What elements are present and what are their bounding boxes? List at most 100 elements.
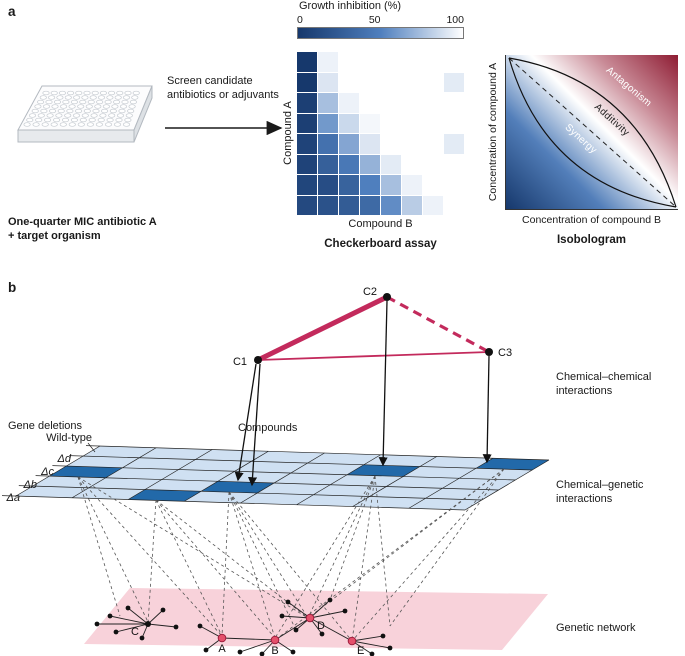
heatmap-cell <box>381 175 401 195</box>
heatmap-cell <box>360 93 380 113</box>
panel-b-diagram: C1 C2 C3 Gene deletions Compounds Wild-t… <box>1 286 550 656</box>
heatmap-cell <box>318 72 338 92</box>
gene-d-node <box>305 613 315 623</box>
plate-caption-line2: + target organism <box>8 230 101 242</box>
heatmap-cell <box>381 113 401 133</box>
compound-c3-node <box>485 348 493 356</box>
c3-interaction-arrow <box>482 355 492 464</box>
heatmap-cell <box>318 52 338 72</box>
heatmap-cell <box>423 195 443 215</box>
compound-c1-node <box>254 356 262 364</box>
heatmap-cell <box>423 72 443 92</box>
heatmap-cell <box>402 52 422 72</box>
heatmap-cell <box>339 154 359 174</box>
panel-b-label: b <box>8 280 17 295</box>
legend-tick-labels: 0 50 100 <box>297 14 464 26</box>
gene-a-node <box>217 633 227 643</box>
heatmap-cell <box>444 52 464 72</box>
checkerboard-ylabel: Compound A <box>282 101 294 165</box>
isobologram-xlabel: Concentration of compound B <box>522 214 661 226</box>
heatmap-cell <box>360 175 380 195</box>
isobologram-overlay: Antagonism Additivity Synergy <box>508 57 677 208</box>
heatmap-cell <box>339 134 359 154</box>
synergy-label: Synergy <box>563 122 599 156</box>
heatmap-cell <box>339 93 359 113</box>
c1-interaction-arrow-1 <box>234 363 257 482</box>
additivity-line <box>508 57 677 208</box>
heatmap-cell <box>402 154 422 174</box>
chemical-genetic-interaction-cell <box>347 464 420 477</box>
isobologram-caption: Isobologram <box>556 234 626 246</box>
heatmap-cell <box>402 134 422 154</box>
heatmap-cell <box>318 93 338 113</box>
gene-c-label: C <box>131 626 139 638</box>
deletion-d-label: Δd <box>57 453 72 465</box>
link-c1-c2 <box>256 294 389 363</box>
heatmap-cell <box>402 93 422 113</box>
isobologram-ylabel: Concentration of compound A <box>487 62 499 202</box>
additivity-label: Additivity <box>592 102 631 139</box>
wild-type-label: Wild-type <box>46 432 92 444</box>
heatmap-cell <box>402 113 422 133</box>
heatmap-cell <box>339 195 359 215</box>
chemical-genetic-interaction-cell <box>476 458 549 470</box>
isobologram-plot: Antagonism Additivity Synergy <box>505 55 678 210</box>
microplate-illustration <box>17 85 153 143</box>
heatmap-cell <box>402 175 422 195</box>
gene-d-label: D <box>317 620 325 632</box>
heatmap-cell <box>297 52 317 72</box>
c1-interaction-arrow-2 <box>247 363 261 487</box>
heatmap-cell <box>444 72 464 92</box>
antagonism-boundary-curve <box>508 57 677 208</box>
heatmap-cell <box>423 154 443 174</box>
heatmap-cell <box>381 134 401 154</box>
heatmap-cell <box>297 134 317 154</box>
heatmap-cell <box>318 134 338 154</box>
heatmap-cell <box>444 154 464 174</box>
checkerboard-heatmap <box>297 52 464 215</box>
gene-a-label: A <box>218 643 226 655</box>
legend-tick-100: 100 <box>446 14 464 26</box>
heatmap-cell <box>318 175 338 195</box>
deletion-b-label: Δb <box>23 479 38 491</box>
genetic-network-satellite-nodes <box>94 597 393 656</box>
legend-title: Growth inhibition (%) <box>299 0 402 12</box>
genetic-network-label: Genetic network <box>556 622 636 634</box>
checkerboard-assay-group: Growth inhibition (%) 0 50 100 Compound … <box>297 0 464 250</box>
c2-interaction-arrow <box>378 300 388 467</box>
heatmap-cell <box>360 134 380 154</box>
synergy-boundary-curve <box>508 57 677 208</box>
gene-b-label: B <box>271 645 278 656</box>
heatmap-cell <box>360 52 380 72</box>
compound-c2-label: C2 <box>363 286 377 298</box>
chemical-chemical-interactions-label: Chemical–chemical interactions <box>556 371 652 397</box>
isobologram-group: Antagonism Additivity Synergy Concentrat… <box>505 55 678 246</box>
heatmap-cell <box>297 113 317 133</box>
deletion-c-label: Δc <box>40 466 54 478</box>
chemical-genetic-interactions-label: Chemical–genetic interactions <box>556 479 644 505</box>
heatmap-cell <box>423 113 443 133</box>
heatmap-cell <box>381 195 401 215</box>
heatmap-cell <box>339 52 359 72</box>
genetic-network-edges <box>97 599 391 655</box>
heatmap-cell <box>444 134 464 154</box>
microplate-side-face <box>133 85 153 143</box>
checkerboard-xlabel: Compound B <box>348 218 413 230</box>
legend-tick-0: 0 <box>297 14 303 26</box>
plate-caption: One-quarter MIC antibiotic A + target or… <box>8 215 198 243</box>
gene-deletions-label: Gene deletions <box>8 420 82 432</box>
antagonism-label: Antagonism <box>604 65 654 109</box>
compounds-label: Compounds <box>238 422 298 434</box>
plane-grid-lines <box>1 445 550 511</box>
link-c1-c3 <box>257 351 490 361</box>
gene-b-node <box>270 635 280 645</box>
compound-c3-label: C3 <box>498 347 512 359</box>
heatmap-cell <box>423 134 443 154</box>
heatmap-cell <box>423 175 443 195</box>
microplate-front-face <box>17 129 135 143</box>
compound-c2-node <box>383 293 391 301</box>
legend-tick-50: 50 <box>368 14 381 26</box>
heatmap-cell <box>339 175 359 195</box>
screen-arrow <box>165 120 283 136</box>
